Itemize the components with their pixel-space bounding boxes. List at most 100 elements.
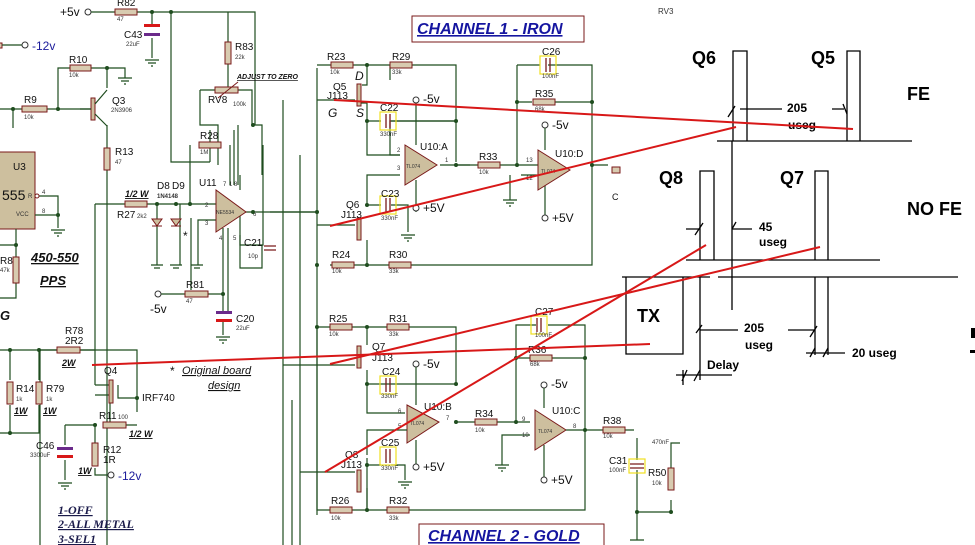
channel-1-iron: CHANNEL 1 - IRON R23 10k R29 33k D Q5 J1… (315, 15, 621, 275)
value-label: 100nF (535, 333, 552, 339)
timing-45: 45 (759, 220, 773, 234)
ground-icon (216, 336, 230, 344)
ref-label: C46 (36, 441, 55, 452)
rail-label: +5V (551, 473, 573, 487)
pin-label: 1 (229, 182, 233, 188)
ref-label: U10:C (552, 406, 580, 417)
adjust-note: ADJUST TO ZERO (236, 74, 298, 81)
pin-label: G (328, 106, 337, 120)
ic-label: 555 (2, 187, 26, 203)
mosfet-Q4 (108, 379, 114, 404)
pin-label: R (28, 194, 33, 200)
ref-label: R28 (200, 131, 219, 142)
q6-label: Q6 (692, 48, 716, 68)
svg-text:C: C (612, 192, 619, 202)
value-label: 1R (103, 455, 116, 466)
ref-label: U10:A (420, 142, 448, 153)
value-label: 1N4148 (157, 194, 179, 200)
q5-label: Q5 (811, 48, 835, 68)
resistor-R10 (69, 64, 92, 72)
ref-label: C24 (382, 367, 401, 378)
value-label: 33k (389, 332, 400, 338)
original-note: design (208, 380, 240, 392)
pin-label: VCC (16, 212, 29, 218)
tx-label: TX (637, 306, 660, 326)
pin-label: 10 (522, 433, 529, 439)
channel-1-title: CHANNEL 1 - IRON (417, 21, 563, 38)
value-label: 100nF (609, 468, 626, 474)
ground-icon (398, 481, 412, 489)
value-label: 330nF (381, 216, 398, 222)
pin-label: 7 (446, 416, 450, 422)
ground-icon (145, 59, 159, 67)
ref-label: Q5 (333, 82, 347, 93)
useg-label: useg (788, 118, 816, 132)
transistor-Q3 (90, 97, 96, 121)
channel-2-gold: R25 10k R31 33k Q7 J113 C24 330nF -5v U1… (283, 307, 680, 545)
value-label: 22uF (126, 42, 140, 48)
red-annotation-lines (91, 99, 854, 473)
diode-D8 (151, 218, 163, 227)
mode-3-label: 3-SEL1 (57, 532, 96, 545)
value-label: IRF740 (142, 393, 175, 404)
value-label: J113 (327, 91, 348, 102)
power-rating: 1/2 W (129, 429, 154, 439)
value-label: 47 (117, 17, 124, 23)
plus5v-supply: +5v R82 47 C43 22uF R83 22k ADJUST TO ZE… (60, 0, 298, 163)
ref-label: R50 (648, 468, 667, 479)
capacitor-C31 (628, 458, 646, 474)
resistor-R78 (56, 346, 81, 354)
ref-label: R79 (46, 384, 65, 395)
value-label: 22k (235, 55, 246, 61)
capacitor-C20 (216, 311, 232, 314)
value-label: J113 (372, 353, 393, 364)
terminal-icon (154, 290, 162, 298)
value-label: 470nF (652, 440, 669, 446)
rail-label: +5V (423, 201, 445, 215)
pin-label: 6 (398, 409, 402, 415)
potentiometer-RV8: RV8 100k (199, 81, 263, 175)
ref-label: R9 (24, 95, 37, 106)
resistor-R38 (602, 426, 626, 434)
ic-label: TL074 (406, 164, 420, 170)
annotation-line (91, 343, 651, 366)
value-label: 22uF (236, 326, 250, 332)
value-label: 10k (475, 428, 486, 434)
timing-205-bottom: 205 (744, 321, 764, 335)
ref-label: C21 (244, 238, 263, 249)
fe-pulses (717, 50, 912, 142)
ref-label: U10:D (555, 149, 583, 160)
ref-label: C31 (609, 456, 628, 467)
ref-label: U11 (199, 178, 217, 189)
opamp-U10A (404, 144, 438, 186)
pin-label: 2 (205, 203, 209, 209)
jfet-Q8 (356, 469, 362, 493)
resistor-R32 (386, 506, 410, 514)
pin-label: 8 (42, 209, 46, 215)
q7-label: Q7 (780, 168, 804, 188)
ground-icon (51, 229, 65, 237)
terminal-icon (84, 8, 92, 16)
ref-label: R14 (16, 384, 35, 395)
resistor-R30 (388, 261, 412, 269)
opamp-U10D (537, 149, 571, 191)
resistor-R14 (6, 381, 14, 405)
g-label: G (0, 308, 10, 323)
value-label: 3300uF (30, 453, 51, 459)
pps-range-label: 450-550 (30, 250, 79, 265)
capacitor-C46 (57, 447, 73, 450)
ic-label: NE5534 (216, 210, 234, 216)
ground-icon (495, 464, 509, 472)
ref-label: Q3 (112, 96, 126, 107)
value-label: 1k (16, 397, 23, 403)
value-label: 10k (329, 332, 340, 338)
power-rating: 1W (14, 406, 29, 416)
pin-label: 9 (522, 417, 526, 423)
ref-label: R27 (117, 210, 136, 221)
opamp-U11 (215, 189, 247, 233)
value-label: 1M (200, 150, 208, 156)
terminal-icon (412, 96, 420, 104)
ref-label: U3 (13, 162, 26, 173)
ref-label: D8 (157, 181, 170, 192)
